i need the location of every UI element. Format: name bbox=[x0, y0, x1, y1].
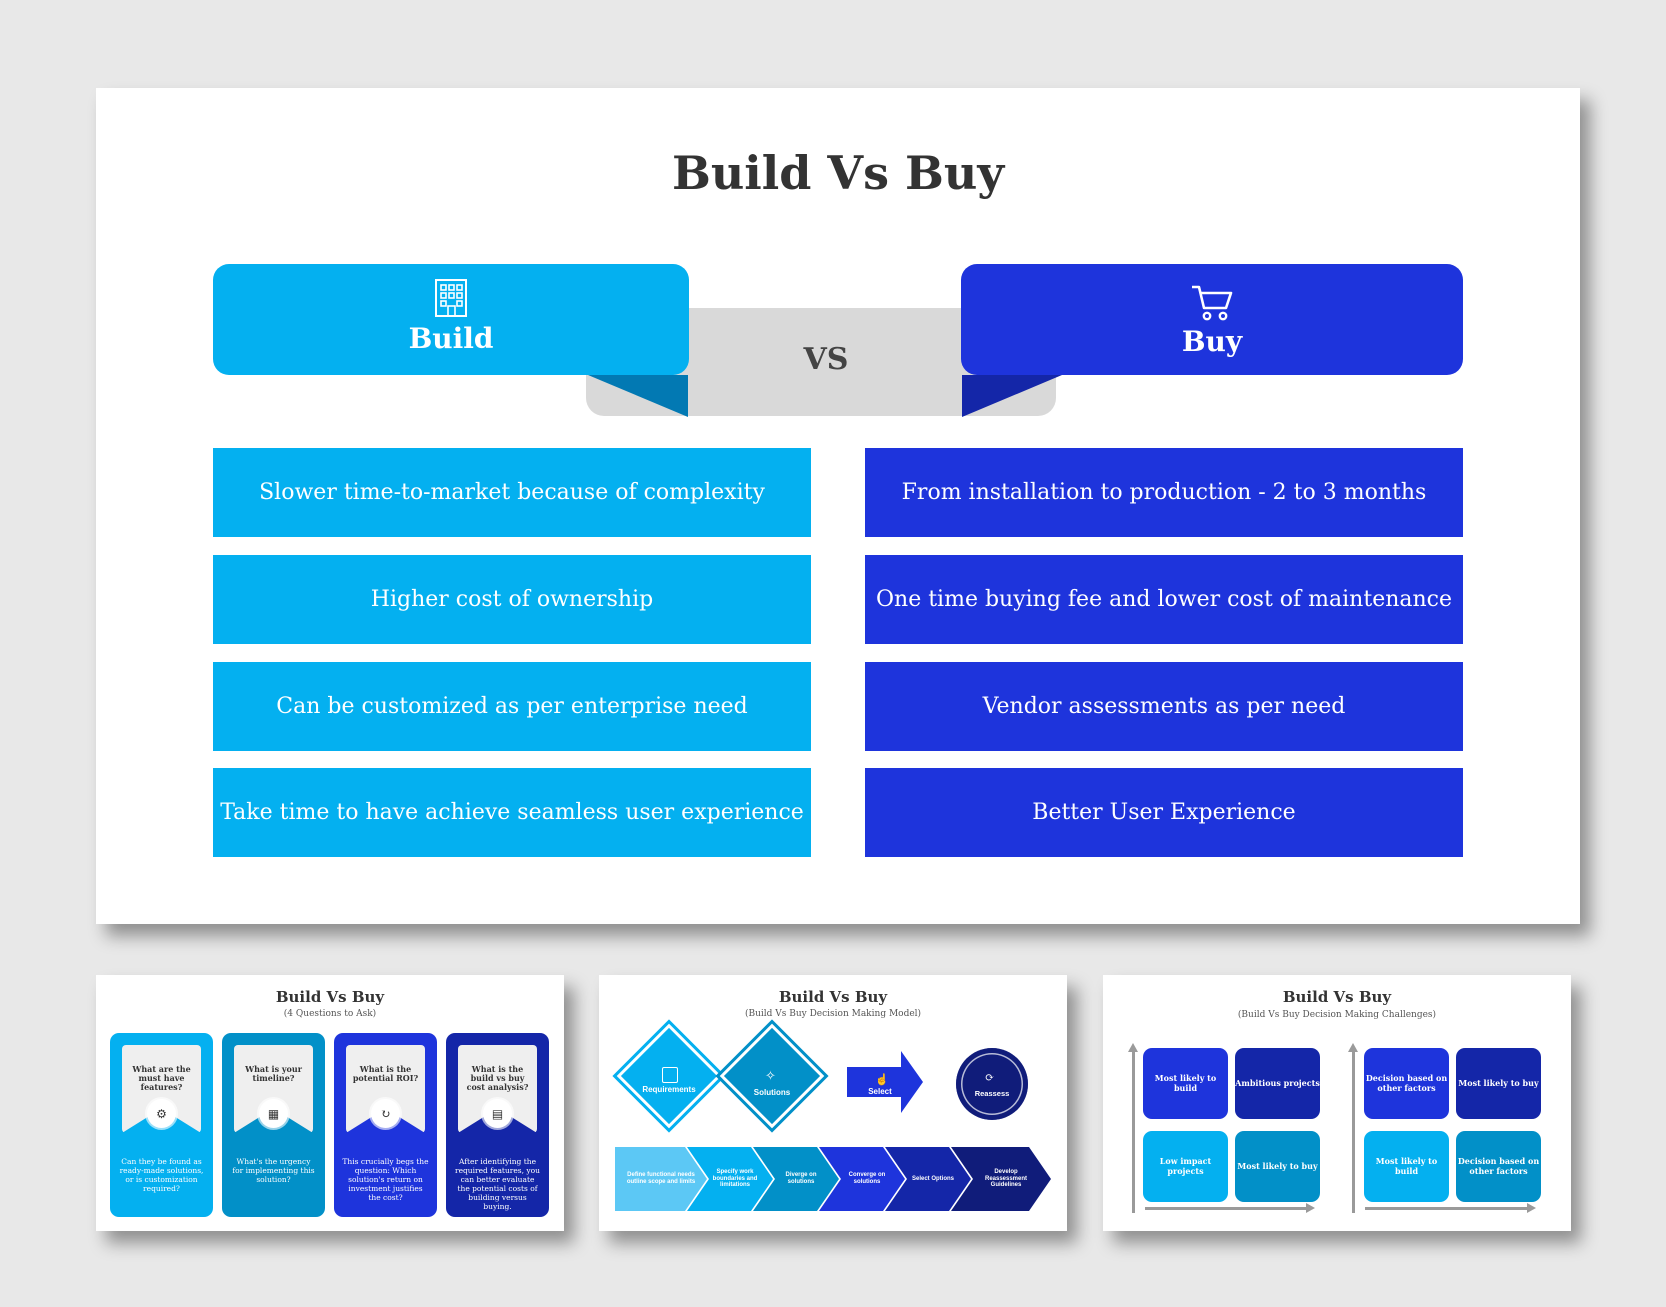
thumb-title: Build Vs Buy bbox=[1282, 988, 1392, 1006]
build-point: Higher cost of ownership bbox=[213, 555, 811, 644]
buy-point: From installation to production - 2 to 3… bbox=[865, 448, 1463, 537]
clipboard-icon bbox=[662, 1067, 678, 1083]
matrix-cell: Low impact projects bbox=[1143, 1131, 1228, 1202]
process-chevron: Define functional needs outline scope an… bbox=[615, 1147, 707, 1211]
step-label: Select bbox=[868, 1087, 892, 1096]
step-label: Solutions bbox=[753, 1088, 791, 1097]
main-slide: Build Vs Buy VS Build Buy Slower time-to… bbox=[96, 88, 1580, 924]
x-axis-arrow bbox=[1145, 1207, 1308, 1210]
matrix-cell: Most likely to build bbox=[1364, 1131, 1449, 1202]
thumb-title: Build Vs Buy bbox=[275, 988, 385, 1006]
select-arrow bbox=[847, 1051, 923, 1113]
thumbnail-decision-model[interactable]: Build Vs Buy (Build Vs Buy Decision Maki… bbox=[599, 975, 1067, 1231]
build-point: Can be customized as per enterprise need bbox=[213, 662, 811, 751]
thumb-subtitle: (Build Vs Buy Decision Making Model) bbox=[744, 1009, 922, 1019]
matrix-cell: Decision based on other factors bbox=[1456, 1131, 1541, 1202]
buy-point: One time buying fee and lower cost of ma… bbox=[865, 555, 1463, 644]
slide-title: Build Vs Buy bbox=[671, 146, 1005, 200]
question-card: What are the must have features? ⚙ Can t… bbox=[110, 1033, 213, 1217]
thumbnail-challenges[interactable]: Build Vs Buy (Build Vs Buy Decision Maki… bbox=[1103, 975, 1571, 1231]
matrix-cell: Decision based on other factors bbox=[1364, 1048, 1449, 1119]
card-question: What is your timeline? bbox=[245, 1064, 302, 1084]
pointer-icon: ☝ bbox=[875, 1073, 889, 1086]
buy-point: Vendor assessments as per need bbox=[865, 662, 1463, 751]
build-header: Build bbox=[213, 264, 689, 375]
question-card: What is the build vs buy cost analysis? … bbox=[446, 1033, 549, 1217]
thumbnail-questions[interactable]: Build Vs Buy (4 Questions to Ask) What a… bbox=[96, 975, 564, 1231]
build-point: Take time to have achieve seamless user … bbox=[213, 768, 811, 857]
hand-gear-icon: ⚙ bbox=[147, 1099, 176, 1128]
ribbon-fold-right bbox=[962, 375, 1062, 417]
build-label: Build bbox=[408, 322, 494, 355]
reassess-icon: ⟳ bbox=[985, 1071, 995, 1084]
matrix-cell: Ambitious projects bbox=[1235, 1048, 1320, 1119]
matrix-cell: Most likely to build bbox=[1143, 1048, 1228, 1119]
card-answer: Can they be found as ready-made solution… bbox=[119, 1157, 204, 1193]
thumb-title: Build Vs Buy bbox=[778, 988, 888, 1006]
card-question: What are the must have features? bbox=[132, 1064, 191, 1093]
buy-header: Buy bbox=[961, 264, 1463, 375]
ribbon-fold-left bbox=[588, 375, 688, 417]
matrix-cell: Most likely to buy bbox=[1456, 1048, 1541, 1119]
lightbulb-icon: ✧ bbox=[765, 1069, 776, 1084]
building-icon bbox=[435, 279, 467, 317]
card-answer: After identifying the required features,… bbox=[454, 1157, 541, 1211]
thumb-subtitle: (4 Questions to Ask) bbox=[283, 1009, 377, 1019]
card-question: What is the build vs buy cost analysis? bbox=[466, 1064, 529, 1093]
buy-point: Better User Experience bbox=[865, 768, 1463, 857]
thumb-subtitle: (Build Vs Buy Decision Making Challenges… bbox=[1237, 1010, 1437, 1020]
reassess-circle bbox=[956, 1048, 1028, 1120]
y-axis-arrow bbox=[1352, 1049, 1355, 1213]
vs-label: VS bbox=[803, 342, 849, 377]
card-answer: This crucially begs the question: Which … bbox=[342, 1157, 429, 1202]
calendar-icon: ▦ bbox=[259, 1099, 288, 1128]
shopping-cart-icon bbox=[1192, 285, 1233, 321]
document-search-icon: ▤ bbox=[483, 1099, 512, 1128]
step-label: Reassess bbox=[974, 1089, 1010, 1098]
build-point: Slower time-to-market because of complex… bbox=[213, 448, 811, 537]
card-question: What is the potential ROI? bbox=[352, 1064, 419, 1084]
matrix-cell: Most likely to buy bbox=[1235, 1131, 1320, 1202]
money-cycle-icon: ↻ bbox=[371, 1099, 400, 1128]
x-axis-arrow bbox=[1365, 1207, 1529, 1210]
question-card: What is your timeline? ▦ What's the urge… bbox=[222, 1033, 325, 1217]
buy-label: Buy bbox=[1181, 325, 1243, 358]
step-label: Requirements bbox=[642, 1085, 696, 1094]
y-axis-arrow bbox=[1132, 1049, 1135, 1213]
card-answer: What's the urgency for implementing this… bbox=[232, 1157, 315, 1184]
question-card: What is the potential ROI? ↻ This crucia… bbox=[334, 1033, 437, 1217]
